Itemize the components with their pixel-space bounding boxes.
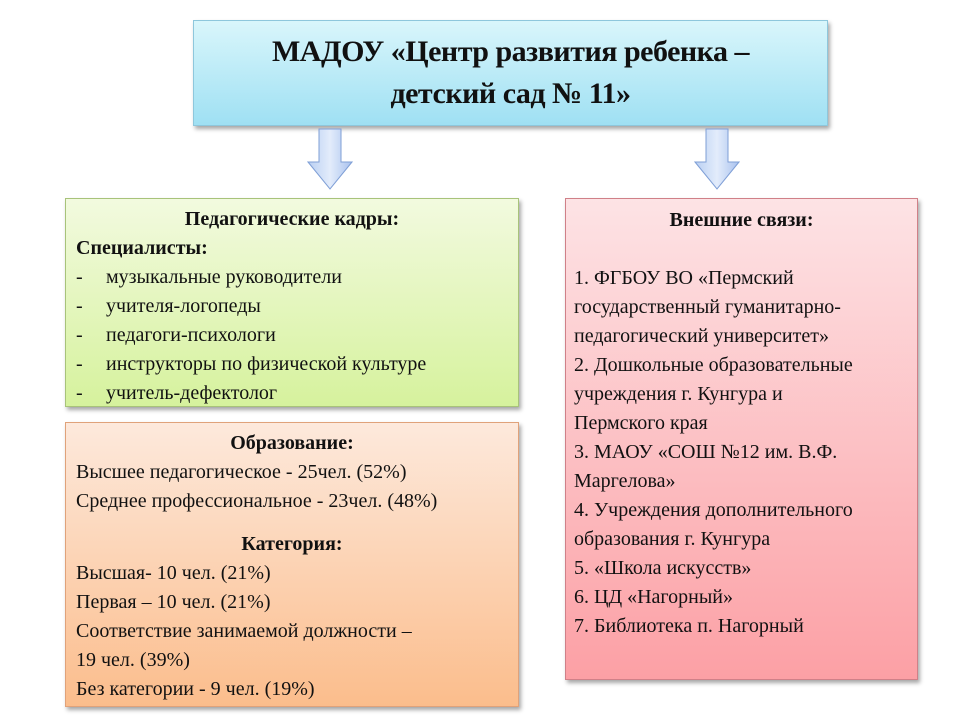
external-line: 7. Библиотека п. Нагорный: [574, 615, 804, 637]
external-line: Пермского края: [574, 412, 708, 434]
external-heading: Внешние связи:: [669, 209, 814, 231]
list-item: -музыкальные руководители: [76, 266, 342, 288]
category-item: 19 чел. (39%): [76, 649, 190, 671]
arrow-down-icon: [307, 128, 353, 190]
category-item: Соответствие занимаемой должности –: [76, 620, 412, 642]
external-line: государственный гуманитарно-: [574, 296, 841, 318]
title-line-2: детский сад № 11»: [390, 77, 631, 110]
organization-title-box: МАДОУ «Центр развития ребенка – детский …: [193, 20, 828, 126]
external-line: учреждения г. Кунгура и: [574, 383, 783, 405]
list-item: -учитель-дефектолог: [76, 382, 278, 404]
category-item: Без категории - 9 чел. (19%): [76, 678, 315, 700]
staff-heading: Педагогические кадры:: [184, 208, 400, 230]
education-item: Высшее педагогическое - 25чел. (52%): [76, 461, 407, 483]
title-line-1: МАДОУ «Центр развития ребенка –: [271, 35, 750, 68]
external-line: 6. ЦД «Нагорный»: [574, 586, 733, 608]
list-item: -педагоги-психологи: [76, 324, 276, 346]
specialists-heading: Специалисты:: [76, 237, 208, 259]
staff-box: Педагогические кадры: Специалисты: -музы…: [65, 198, 519, 407]
list-item: -инструкторы по физической культуре: [76, 353, 427, 375]
list-item: -учителя-логопеды: [76, 295, 261, 317]
category-item: Первая – 10 чел. (21%): [76, 591, 271, 613]
education-item: Среднее профессиональное - 23чел. (48%): [76, 490, 438, 512]
external-line: образования г. Кунгура: [574, 528, 771, 550]
external-line: 4. Учреждения дополнительного: [574, 499, 853, 521]
external-line: Маргелова»: [574, 470, 676, 492]
external-line: 3. МАОУ «СОШ №12 им. В.Ф.: [574, 441, 838, 463]
external-links-box: Внешние связи: 1. ФГБОУ ВО «Пермский гос…: [565, 198, 918, 680]
external-line: 2. Дошкольные образовательные: [574, 354, 853, 376]
category-heading: Категория:: [241, 533, 343, 555]
category-item: Высшая- 10 чел. (21%): [76, 562, 271, 584]
education-box: Образование: Высшее педагогическое - 25ч…: [65, 422, 519, 707]
arrow-down-icon: [694, 128, 740, 190]
external-line: 5. «Школа искусств»: [574, 557, 752, 579]
education-heading: Образование:: [230, 432, 354, 454]
external-line: педагогический университет»: [574, 325, 829, 347]
external-line: 1. ФГБОУ ВО «Пермский: [574, 267, 794, 289]
